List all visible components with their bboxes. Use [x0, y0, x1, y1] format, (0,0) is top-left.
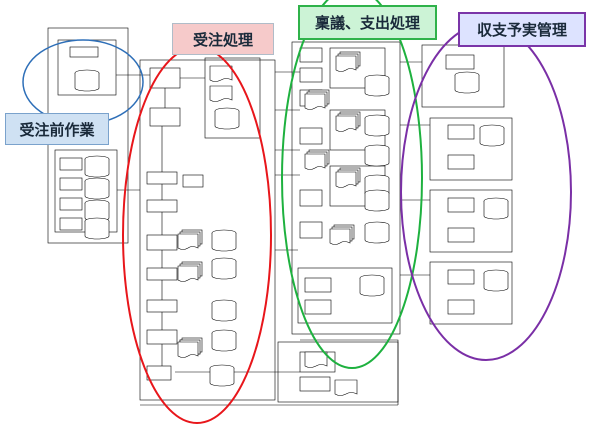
order-processing-label: 受注処理	[172, 23, 274, 55]
pre-order-label: 受注前作業	[5, 113, 109, 145]
approval-payment-label: 稟議、支出処理	[298, 5, 437, 40]
diagram-structure	[47, 27, 513, 406]
budget-actual-label: 収支予実管理	[458, 12, 586, 47]
approval-payment-ellipse	[281, 0, 423, 369]
